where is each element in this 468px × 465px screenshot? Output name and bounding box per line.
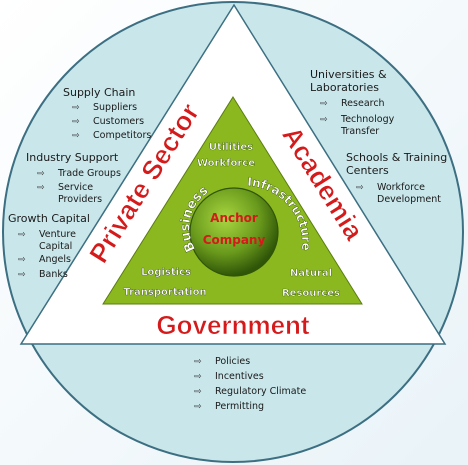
bullet-arrow-icon: ⇨ [72, 103, 80, 113]
government-item: Incentives [215, 371, 264, 382]
bullet-arrow-icon: ⇨ [320, 115, 328, 125]
bullet-arrow-icon: ⇨ [18, 270, 26, 280]
government-item: Permitting [215, 401, 264, 412]
universities-title-line2: Laboratories [310, 81, 379, 94]
group-universities: Universities & Laboratories ⇨ Research ⇨… [310, 68, 395, 137]
industry-support-item: Service [58, 182, 93, 193]
core-label-line1: Anchor [210, 211, 258, 225]
core-label-line2: Company [203, 233, 266, 247]
bullet-arrow-icon: ⇨ [194, 402, 202, 412]
group-supply-chain: Supply Chain ⇨ Suppliers ⇨ Customers ⇨ C… [63, 86, 151, 141]
bullet-arrow-icon: ⇨ [194, 357, 202, 367]
schools-title-line1: Schools & Training [346, 151, 447, 164]
growth-capital-item: Banks [39, 269, 68, 280]
bullet-arrow-icon: ⇨ [320, 99, 328, 109]
bullet-arrow-icon: ⇨ [37, 183, 45, 193]
schools-item-cont: Development [377, 194, 441, 205]
supply-chain-item: Customers [93, 116, 144, 127]
group-industry-support: Industry Support ⇨ Trade Groups ⇨ Servic… [26, 151, 121, 205]
group-government: ⇨ Policies ⇨ Incentives ⇨ Regulatory Cli… [194, 356, 306, 412]
schools-item: Workforce [377, 182, 425, 193]
industry-support-item: Trade Groups [57, 168, 121, 179]
bullet-arrow-icon: ⇨ [72, 117, 80, 127]
bullet-arrow-icon: ⇨ [194, 372, 202, 382]
label-government: Government [156, 310, 309, 340]
universities-item-cont: Transfer [340, 126, 379, 137]
label-logistics: Logistics [141, 267, 191, 278]
industry-support-title: Industry Support [26, 151, 119, 164]
bullet-arrow-icon: ⇨ [18, 230, 26, 240]
universities-item: Technology [340, 114, 395, 125]
label-natural: Natural [290, 268, 332, 279]
universities-title-line1: Universities & [310, 68, 387, 81]
bullet-arrow-icon: ⇨ [72, 131, 80, 141]
growth-capital-item: Angels [39, 254, 71, 265]
government-item: Policies [215, 356, 250, 367]
growth-capital-title: Growth Capital [8, 212, 90, 225]
universities-item: Research [341, 98, 385, 109]
label-utilities: Utilities [209, 142, 253, 153]
supply-chain-item: Competitors [93, 130, 151, 141]
growth-capital-item: Venture [39, 229, 76, 240]
core-circle [189, 187, 279, 277]
bullet-arrow-icon: ⇨ [194, 387, 202, 397]
label-workforce: Workforce [197, 158, 255, 169]
supply-chain-item: Suppliers [93, 102, 137, 113]
schools-title-line2: Centers [346, 164, 389, 177]
government-item: Regulatory Climate [215, 386, 306, 397]
bullet-arrow-icon: ⇨ [356, 183, 364, 193]
bullet-arrow-icon: ⇨ [37, 169, 45, 179]
group-growth-capital: Growth Capital ⇨ Venture Capital ⇨ Angel… [8, 212, 90, 280]
label-transportation: Transportation [123, 287, 206, 298]
bullet-arrow-icon: ⇨ [18, 255, 26, 265]
label-resources: Resources [282, 288, 340, 299]
group-schools: Schools & Training Centers ⇨ Workforce D… [346, 151, 447, 205]
industry-support-item-cont: Providers [58, 194, 102, 205]
supply-chain-title: Supply Chain [63, 86, 135, 99]
growth-capital-item-cont: Capital [39, 241, 72, 252]
